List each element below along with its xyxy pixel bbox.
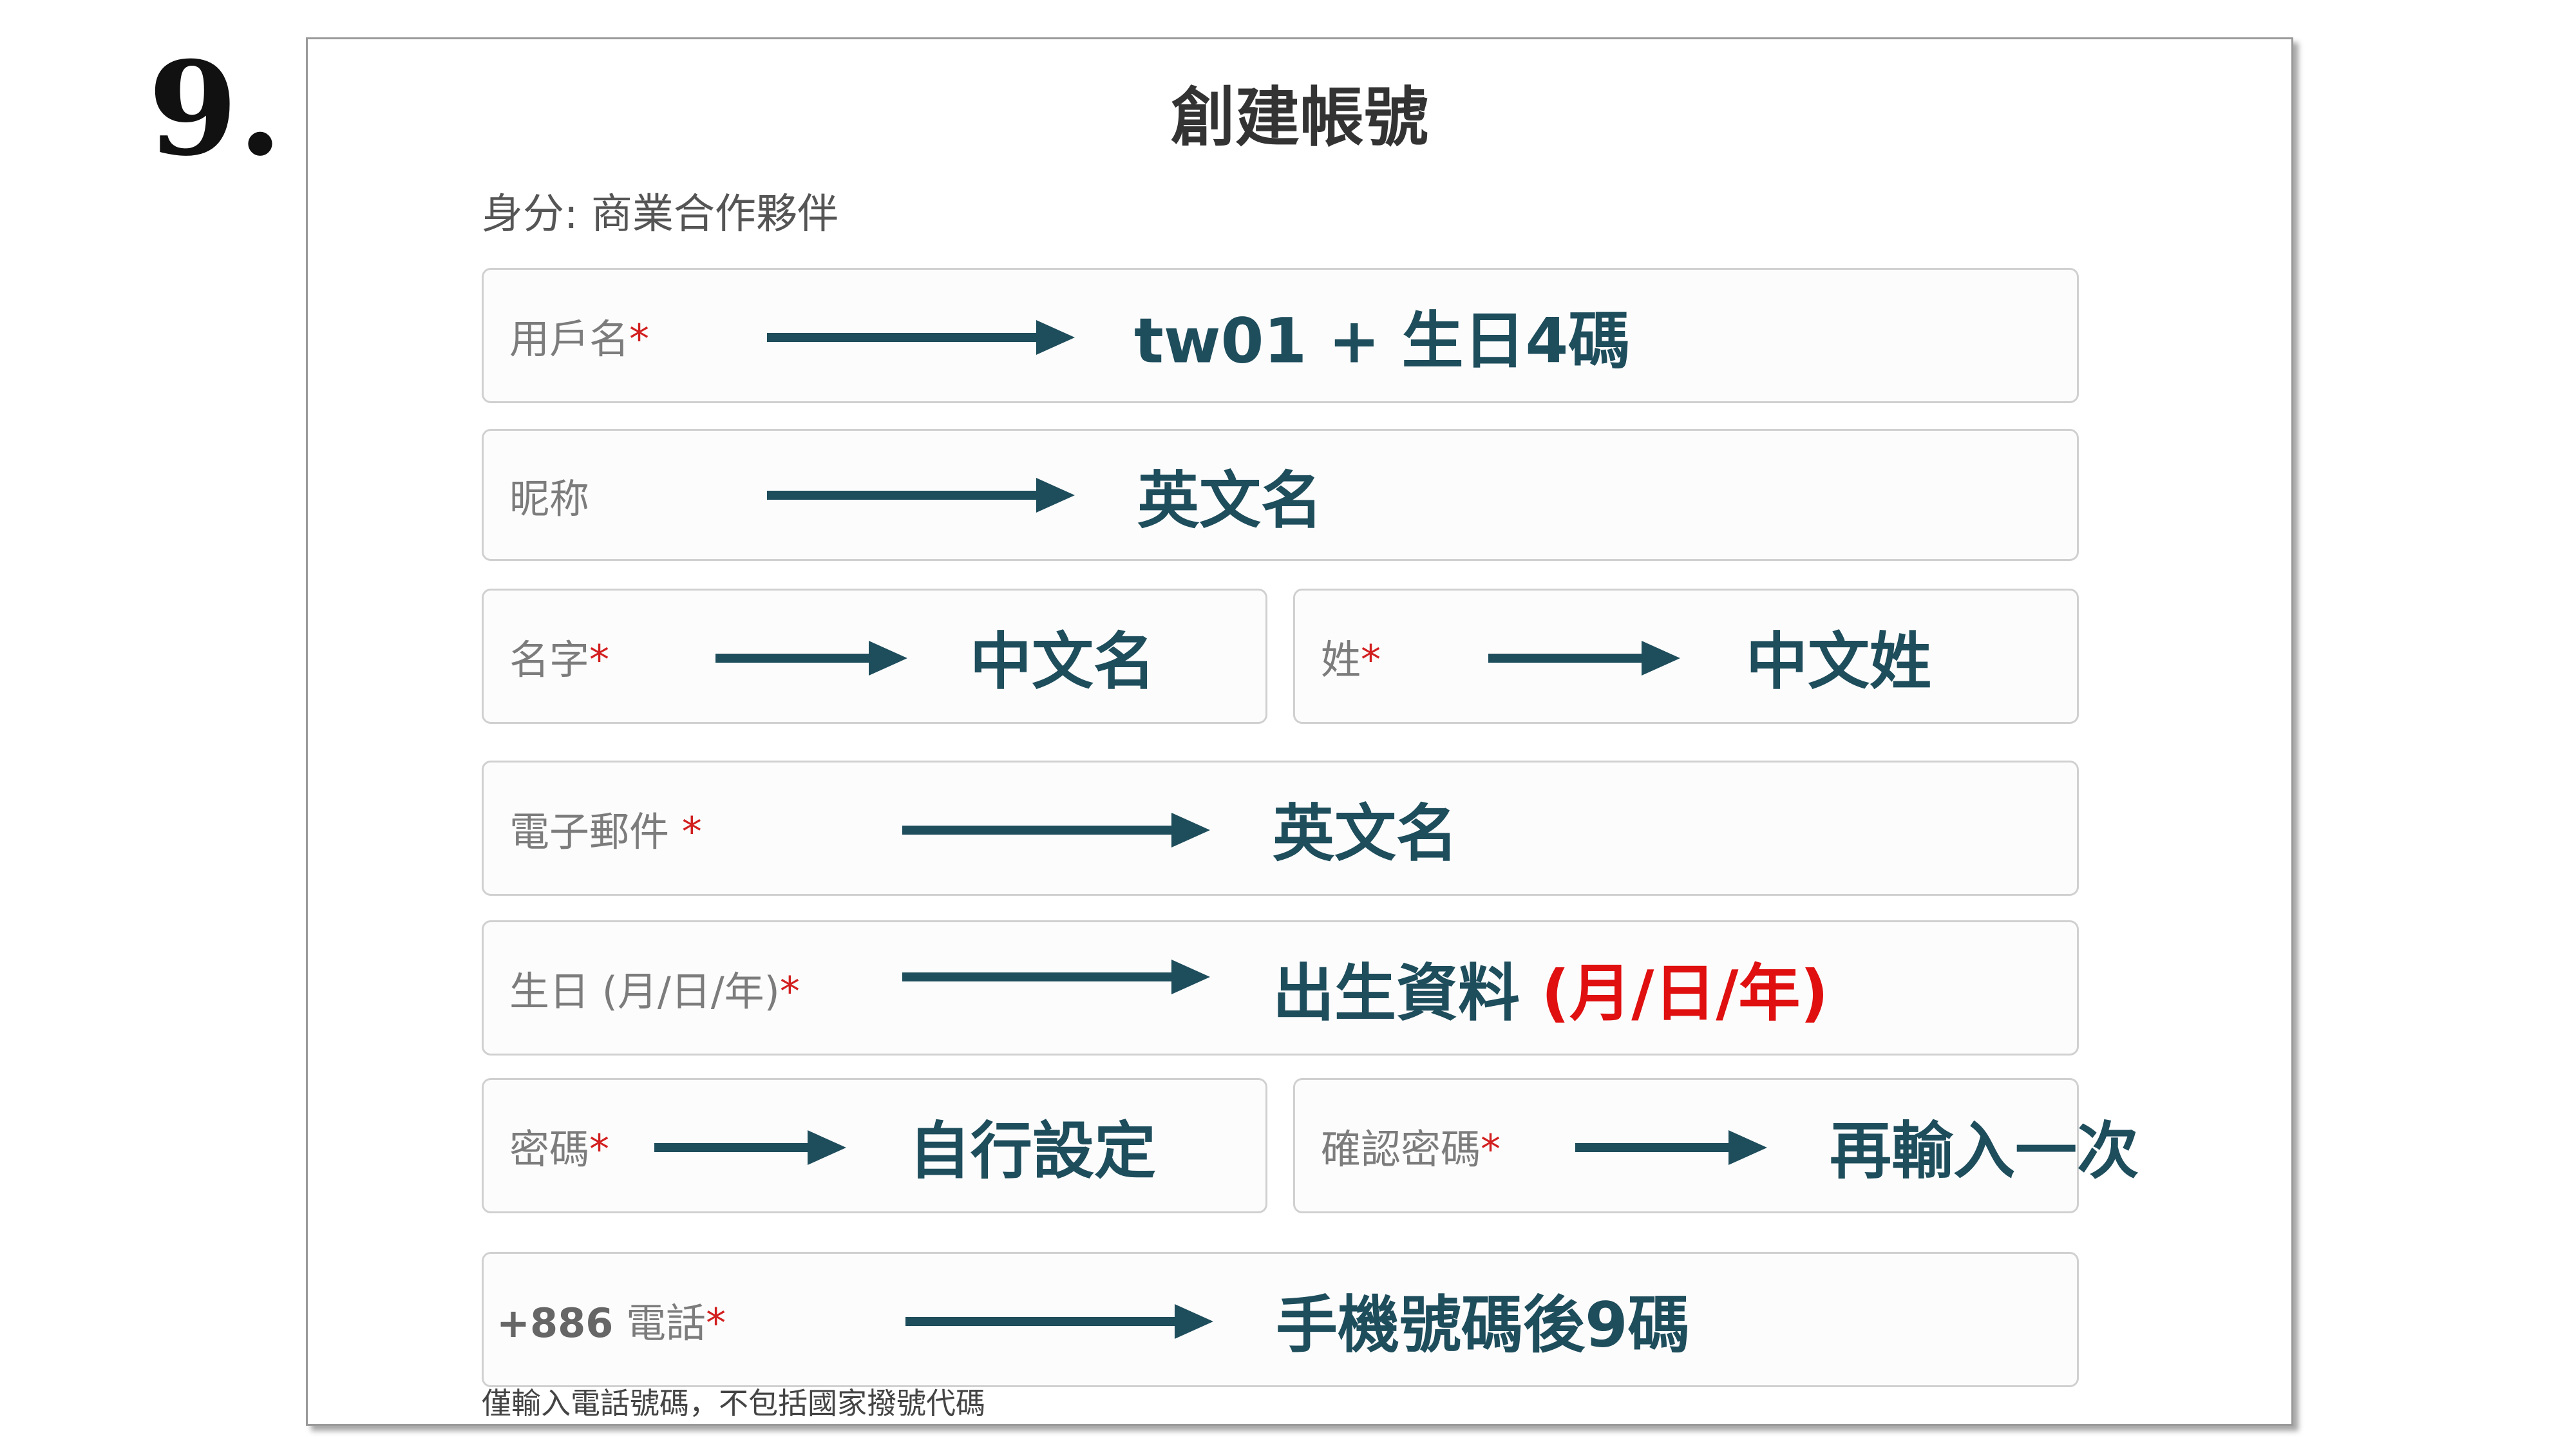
last-name-instruction: 中文姓 [1746,625,1931,698]
create-account-form: 創建帳號 身分: 商業合作夥伴 用戶名* tw01 + 生日4碼 昵称 英文名 … [306,37,2293,1426]
arrow-right-icon [767,478,1075,513]
email-instruction: 英文名 [1273,797,1458,870]
password-label: 密碼* [509,1126,610,1173]
email-label: 電子郵件 * [509,808,702,855]
required-marker: * [629,316,650,363]
arrow-right-icon [767,320,1075,355]
required-marker: * [681,808,702,855]
required-marker: * [1481,1126,1501,1173]
required-marker: * [589,636,610,683]
last-name-field[interactable]: 姓* 中文姓 [1293,589,2079,724]
first-name-instruction: 中文名 [970,625,1155,698]
nickname-field[interactable]: 昵称 英文名 [482,429,2079,561]
date-format-note: (月/日/年) [1541,957,1829,1030]
username-label: 用戶名* [509,316,650,363]
username-field[interactable]: 用戶名* tw01 + 生日4碼 [482,268,2079,403]
required-marker: * [589,1126,610,1173]
step-number: 9. [148,33,283,185]
nickname-instruction: 英文名 [1137,464,1323,536]
arrow-right-icon [1488,641,1680,676]
first-name-label: 名字* [509,636,610,683]
phone-field[interactable]: +886 電話* 手機號碼後9碼 [482,1252,2079,1387]
confirm-password-field[interactable]: 確認密碼* 再輸入一次 [1293,1078,2139,1213]
arrow-right-icon [902,960,1210,994]
confirm-password-instruction: 再輸入一次 [1830,1115,2139,1188]
confirm-password-label: 確認密碼* [1321,1126,1501,1173]
birthday-label: 生日 (月/日/年)* [509,968,800,1015]
password-field[interactable]: 密碼* 自行設定 [482,1078,1267,1213]
required-marker: * [706,1300,726,1347]
required-marker: * [1361,636,1381,683]
birthday-instruction: 出生資料 (月/日/年) [1273,957,1829,1030]
arrow-right-icon [902,813,1210,848]
arrow-right-icon [715,641,907,676]
password-instruction: 自行設定 [909,1115,1156,1188]
nickname-label: 昵称 [509,475,590,522]
phone-instruction: 手機號碼後9碼 [1276,1289,1690,1361]
form-title: 創建帳號 [1171,80,1428,155]
arrow-right-icon [905,1304,1213,1339]
first-name-field[interactable]: 名字* 中文名 [482,589,1267,724]
phone-label: +886 電話* [497,1300,726,1347]
role-label: 身分: 商業合作夥伴 [482,191,838,238]
required-marker: * [779,968,800,1015]
arrow-right-icon [654,1130,846,1165]
arrow-right-icon [1575,1130,1767,1165]
birthday-field[interactable]: 生日 (月/日/年)* 出生資料 (月/日/年) [482,920,2079,1056]
last-name-label: 姓* [1321,636,1381,683]
phone-hint: 僅輸入電話號碼，不包括國家撥號代碼 [482,1386,985,1421]
email-field[interactable]: 電子郵件 * 英文名 [482,761,2079,896]
country-code: +886 [497,1300,614,1347]
username-instruction: tw01 + 生日4碼 [1134,305,1631,377]
